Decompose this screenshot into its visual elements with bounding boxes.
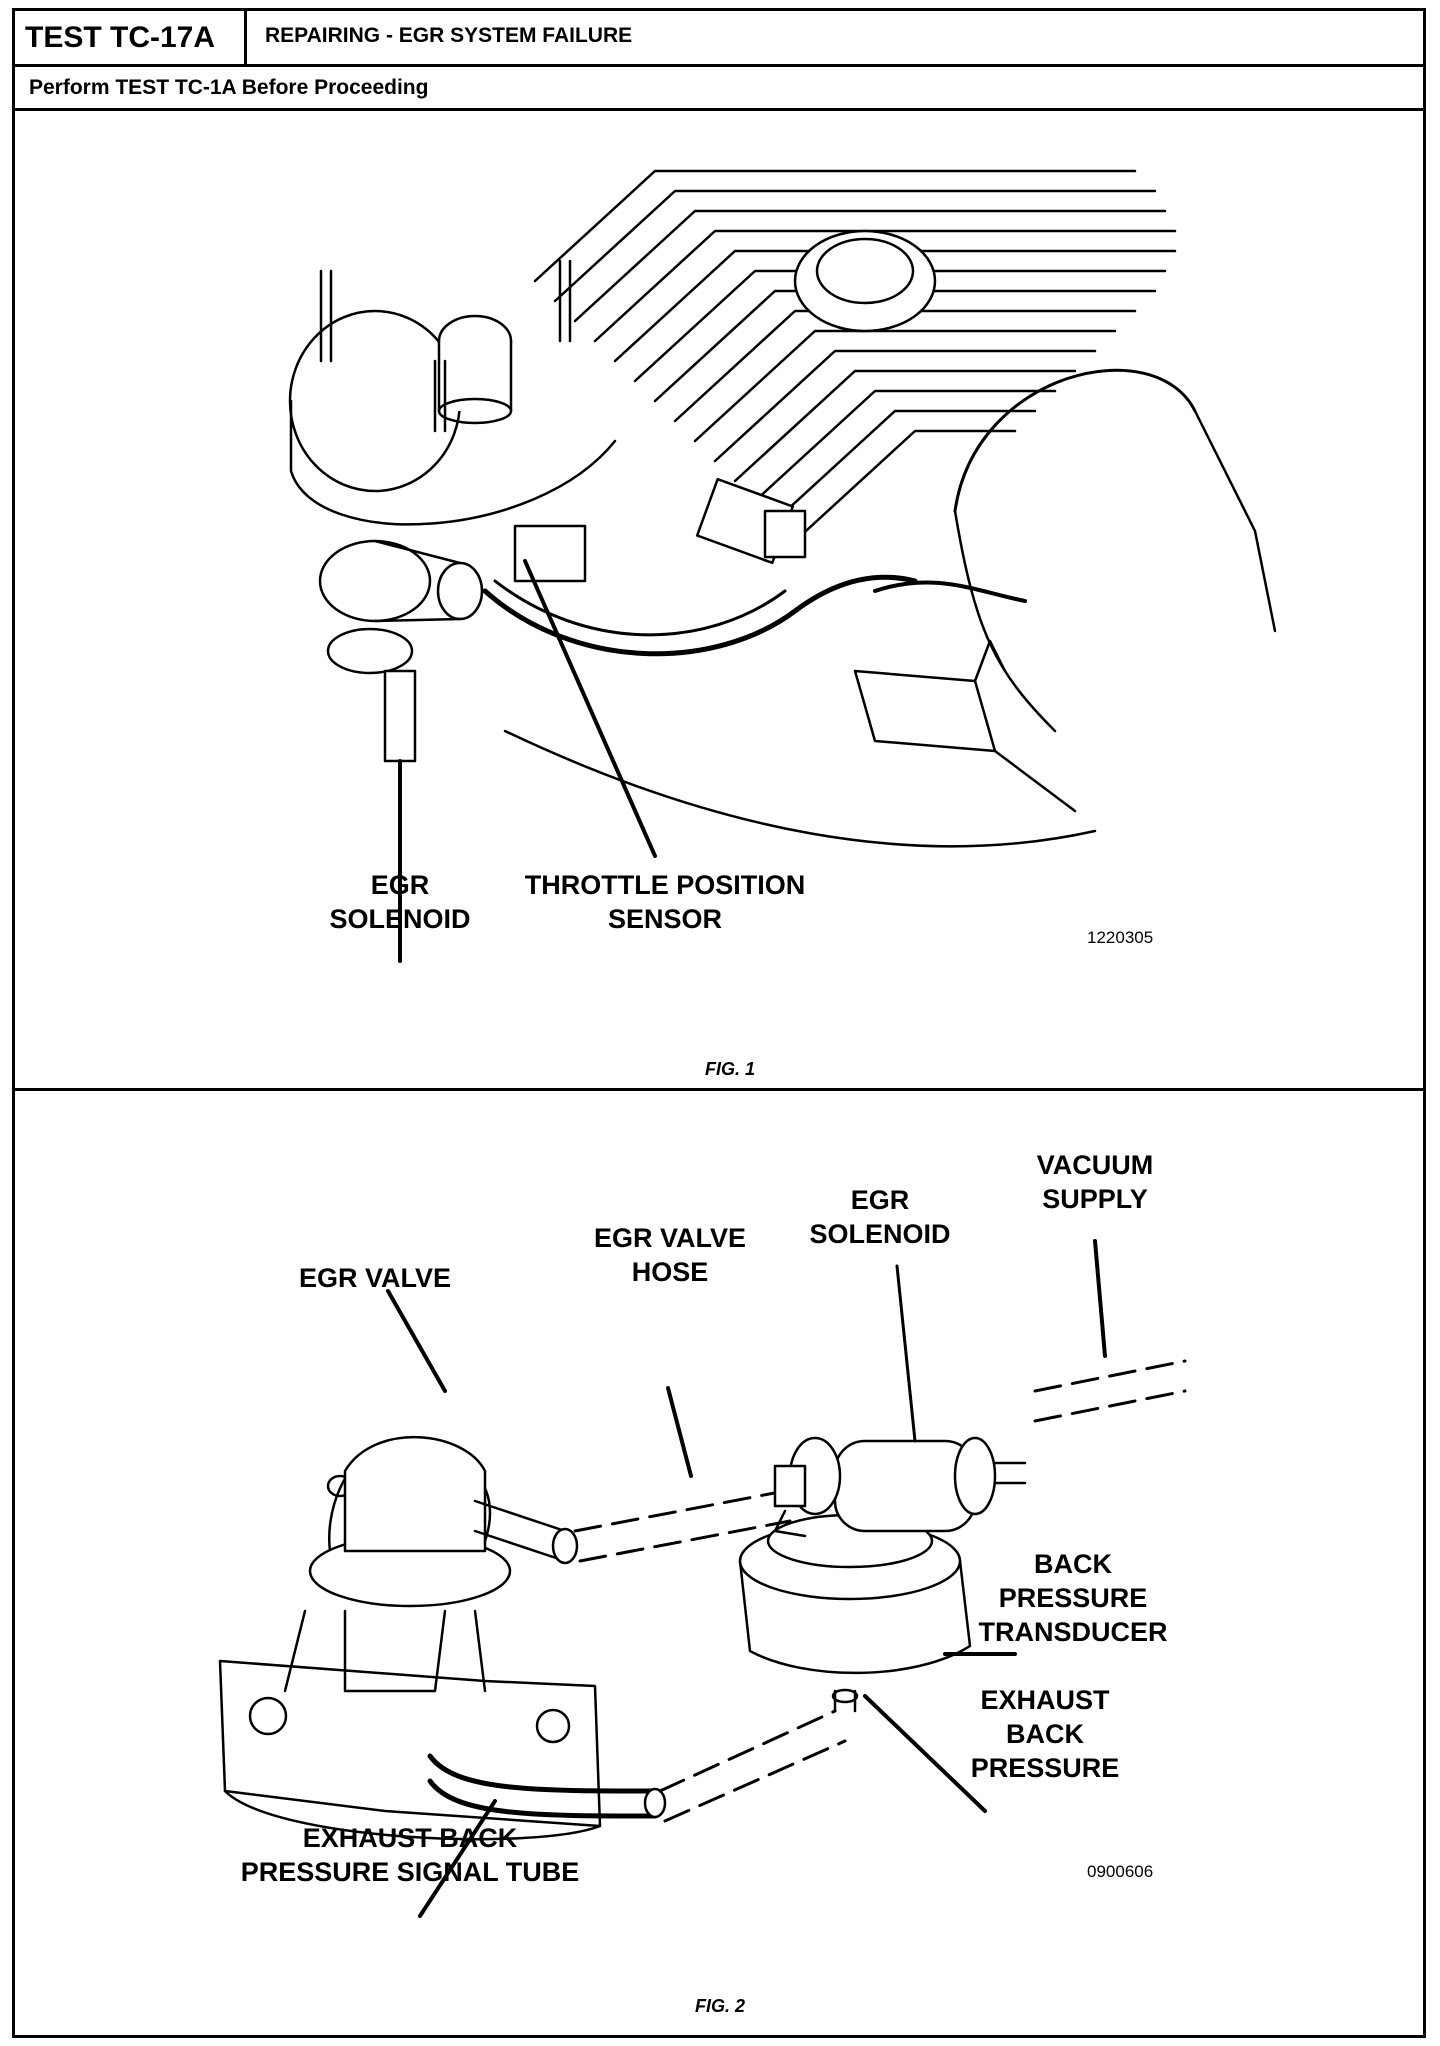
- test-title: REPAIRING - EGR SYSTEM FAILURE: [265, 24, 633, 47]
- test-id: TEST TC-17A: [15, 11, 247, 64]
- figure-1-caption: FIG. 1: [705, 1059, 756, 1079]
- label-back-pressure-transducer: BACK PRESSURE TRANSDUCER: [978, 1549, 1168, 1647]
- label-exhaust-back-pressure: EXHAUST BACK PRESSURE: [970, 1685, 1120, 1783]
- header-row: TEST TC-17A REPAIRING - EGR SYSTEM FAILU…: [15, 11, 1423, 67]
- label-throttle-position-sensor: THROTTLE POSITION SENSOR: [524, 870, 806, 934]
- label-vacuum-supply: VACUUM SUPPLY: [1036, 1150, 1154, 1214]
- manifold-ribs: [533, 169, 1177, 543]
- figure-2-code: 0900606: [1087, 1862, 1154, 1881]
- figure-1-panel: EGR SOLENOID THROTTLE POSITION SENSOR 12…: [15, 111, 1423, 1091]
- label-egr-solenoid: EGR SOLENOID: [329, 870, 471, 934]
- test-sheet: TEST TC-17A REPAIRING - EGR SYSTEM FAILU…: [12, 8, 1426, 2038]
- figure-2-caption: FIG. 2: [695, 1996, 746, 2016]
- label-egr-valve-hose: EGR VALVE HOSE: [593, 1223, 747, 1287]
- label-egr-solenoid-2: EGR SOLENOID: [809, 1185, 951, 1249]
- engine-illustration: [288, 169, 1277, 963]
- label-signal-tube: EXHAUST BACK PRESSURE SIGNAL TUBE: [240, 1823, 580, 1887]
- egr-system-illustration: [218, 1239, 1187, 1918]
- figure-2-panel: EGR VALVE EGR VALVE HOSE EGR SOLENOID VA…: [15, 1091, 1423, 2035]
- egr-valve-drawing: [218, 1436, 667, 1841]
- solenoid-transducer-drawing: [738, 1436, 1027, 1713]
- instruction: Perform TEST TC-1A Before Proceeding: [15, 67, 1423, 111]
- figure-1-code: 1220305: [1087, 928, 1154, 947]
- label-egr-valve: EGR VALVE: [298, 1263, 452, 1293]
